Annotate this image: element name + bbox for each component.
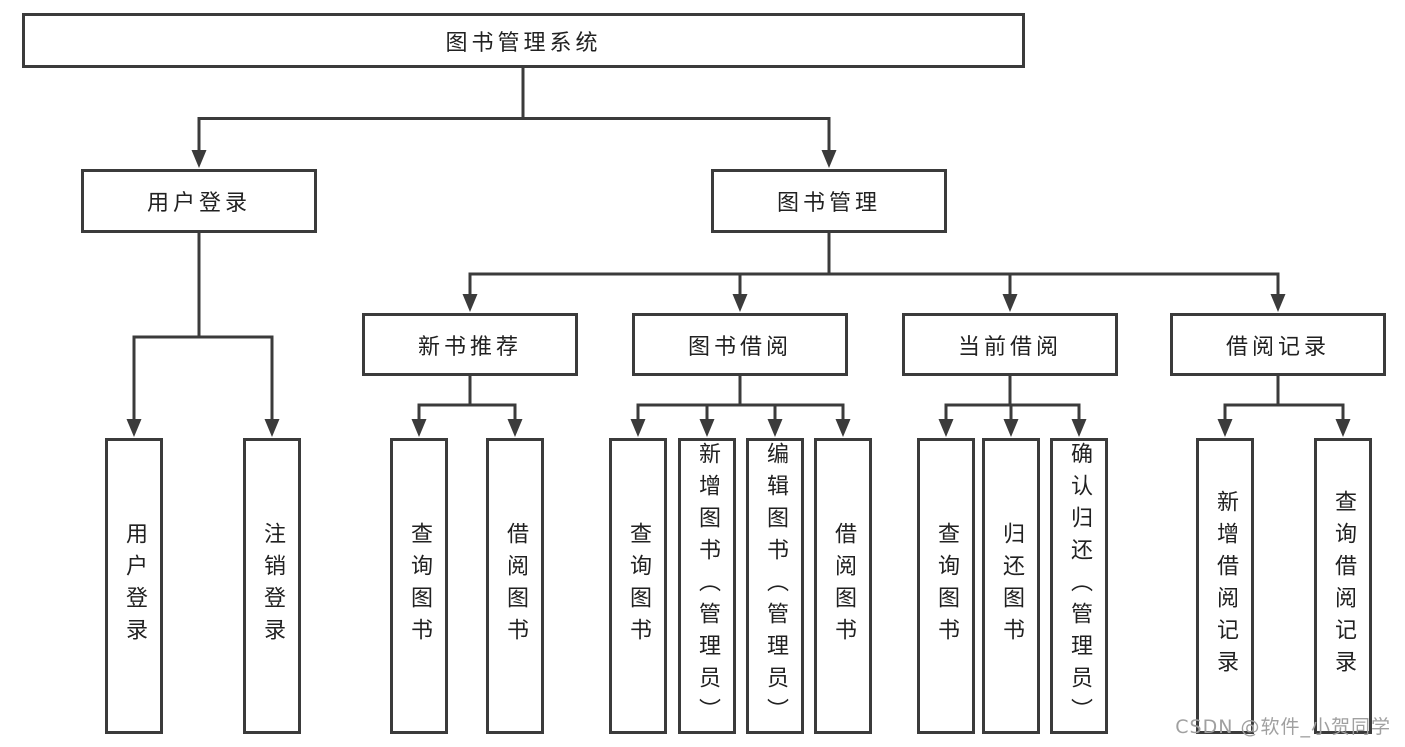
arrow-down-icon <box>1071 419 1087 437</box>
arrow-down-icon <box>191 150 207 168</box>
arrow-down-icon <box>126 419 142 437</box>
node-label: 用户登录 <box>122 522 147 650</box>
leaf-query-books-1: 查询图书 <box>390 438 448 734</box>
node-current-borrow: 当前借阅 <box>902 313 1118 376</box>
leaf-query-borrow-record: 查询借阅记录 <box>1314 438 1372 734</box>
leaf-add-book-admin: 新增图书（管理员） <box>678 438 736 734</box>
leaf-edit-book-admin: 编辑图书（管理员） <box>746 438 804 734</box>
leaf-user-login: 用户登录 <box>105 438 163 734</box>
node-root: 图书管理系统 <box>22 13 1025 68</box>
leaf-borrow-books-1: 借阅图书 <box>486 438 544 734</box>
leaf-confirm-return-admin: 确认归还（管理员） <box>1050 438 1108 734</box>
node-label: 查询图书 <box>934 522 959 650</box>
leaf-query-books-3: 查询图书 <box>917 438 975 734</box>
node-label: 新增借阅记录 <box>1213 490 1238 682</box>
node-label: 图书管理系统 <box>445 30 602 56</box>
node-new-book-recommend: 新书推荐 <box>362 313 578 376</box>
node-label: 借阅图书 <box>503 522 528 650</box>
node-label: 借阅图书 <box>831 522 856 650</box>
node-label: 查询借阅记录 <box>1331 490 1356 682</box>
arrow-down-icon <box>699 419 715 437</box>
arrow-down-icon <box>938 419 954 437</box>
node-label: 注销登录 <box>260 522 285 650</box>
arrow-down-icon <box>1002 294 1018 312</box>
node-book-management: 图书管理 <box>711 169 947 233</box>
arrow-down-icon <box>462 294 478 312</box>
node-label: 查询图书 <box>407 522 432 650</box>
arrow-down-icon <box>1217 419 1233 437</box>
arrow-down-icon <box>1003 419 1019 437</box>
leaf-add-borrow-record: 新增借阅记录 <box>1196 438 1254 734</box>
node-label: 图书借阅 <box>687 334 792 360</box>
arrow-down-icon <box>507 419 523 437</box>
arrow-down-icon <box>732 294 748 312</box>
node-label: 新增图书（管理员） <box>695 442 720 730</box>
arrow-down-icon <box>835 419 851 437</box>
leaf-logout: 注销登录 <box>243 438 301 734</box>
node-label: 编辑图书（管理员） <box>763 442 788 730</box>
arrow-down-icon <box>821 150 837 168</box>
arrow-down-icon <box>630 419 646 437</box>
arrow-down-icon <box>767 419 783 437</box>
node-label: 图书管理 <box>776 191 881 216</box>
node-label: 新书推荐 <box>417 334 522 360</box>
leaf-borrow-books-2: 借阅图书 <box>814 438 872 734</box>
arrow-down-icon <box>411 419 427 437</box>
arrow-down-icon <box>1270 294 1286 312</box>
leaf-query-books-2: 查询图书 <box>609 438 667 734</box>
arrow-down-icon <box>264 419 280 437</box>
node-borrow-records: 借阅记录 <box>1170 313 1386 376</box>
node-label: 借阅记录 <box>1225 334 1330 360</box>
node-book-borrow: 图书借阅 <box>632 313 848 376</box>
node-user-login: 用户登录 <box>81 169 317 233</box>
node-label: 归还图书 <box>999 522 1024 650</box>
node-label: 确认归还（管理员） <box>1067 442 1092 730</box>
node-label: 查询图书 <box>626 522 651 650</box>
arrow-down-icon <box>1335 419 1351 437</box>
node-label: 用户登录 <box>146 191 251 216</box>
watermark: CSDN @软件_小贺同学 <box>1175 716 1391 738</box>
leaf-return-book: 归还图书 <box>982 438 1040 734</box>
node-label: 当前借阅 <box>957 334 1062 360</box>
